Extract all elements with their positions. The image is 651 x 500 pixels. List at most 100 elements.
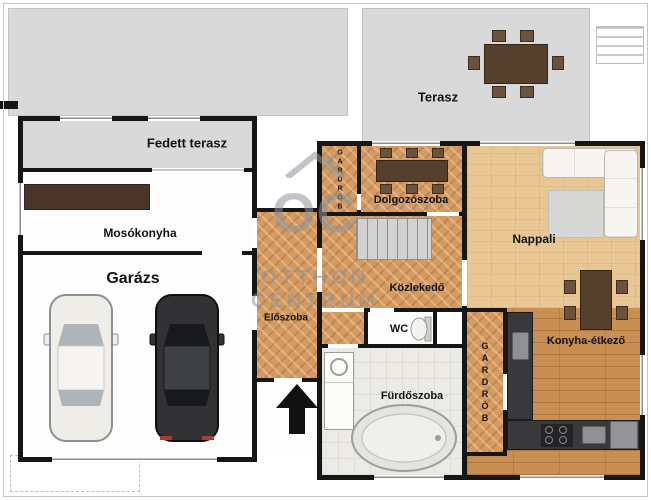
label-wc: WC xyxy=(389,323,409,335)
terrace-table xyxy=(484,44,548,84)
car-white xyxy=(43,294,119,442)
sofa-chaise xyxy=(604,150,638,238)
terrace-chair xyxy=(552,56,564,70)
wall-segment xyxy=(364,308,467,312)
label-eloszoba: Előszoba xyxy=(264,312,308,324)
wall-segment xyxy=(252,116,257,462)
washing-machine xyxy=(324,352,354,430)
wall-segment xyxy=(317,212,462,216)
toilet xyxy=(410,316,432,342)
burner-icon xyxy=(559,436,567,444)
window xyxy=(640,168,645,240)
label-konyha-etkezo: Konyha-étkező xyxy=(546,335,626,347)
kitchen-sink xyxy=(512,332,529,360)
study-table xyxy=(376,160,448,182)
wall-segment xyxy=(18,116,257,121)
wall-segment xyxy=(357,146,361,212)
wall-segment xyxy=(462,308,507,312)
washer-drum-icon xyxy=(330,358,348,376)
terrace-chair xyxy=(492,30,506,42)
terrace-chair xyxy=(520,30,534,42)
window xyxy=(372,141,440,146)
boundary-wall-stub xyxy=(0,101,18,109)
wall-segment xyxy=(640,141,645,480)
entrance-porch xyxy=(257,382,317,457)
label-gardrob-jobb: GARDRÓB xyxy=(480,341,490,425)
wall-segment xyxy=(317,141,322,480)
stairs-icon xyxy=(356,218,432,260)
fridge xyxy=(610,421,638,449)
wall-segment xyxy=(252,208,322,212)
laundry-counter xyxy=(24,184,150,210)
window xyxy=(18,183,23,235)
study-chair xyxy=(432,184,444,194)
burner-icon xyxy=(559,426,567,434)
dining-chair xyxy=(616,306,628,320)
door-opening xyxy=(252,296,257,330)
wall-segment xyxy=(462,452,507,456)
terrace-chair xyxy=(468,56,480,70)
label-garazs: Garázs xyxy=(106,270,160,287)
door-opening xyxy=(317,248,322,292)
room-kozlekedo xyxy=(322,216,462,308)
dining-chair xyxy=(564,306,576,320)
label-terasz: Terasz xyxy=(417,89,459,105)
study-chair xyxy=(380,184,392,194)
door-opening xyxy=(462,260,467,306)
car-dark xyxy=(149,294,225,442)
exterior-steps xyxy=(596,26,644,64)
label-gardrob-felso: GARDRÓB xyxy=(336,149,344,213)
label-dolgozoszoba: Dolgozószoba xyxy=(373,194,449,206)
study-chair xyxy=(406,148,418,158)
rug xyxy=(548,190,604,238)
dining-chair xyxy=(564,280,576,294)
dining-table xyxy=(580,270,612,330)
entrance-arrow-icon xyxy=(276,384,318,434)
wall-segment xyxy=(18,116,23,462)
door-opening xyxy=(202,251,242,255)
wall-segment xyxy=(18,168,257,172)
terrace-glass-door xyxy=(480,141,575,146)
study-chair xyxy=(406,184,418,194)
terrace-chair xyxy=(492,86,506,98)
label-kozlekedo: Közlekedő xyxy=(389,282,445,294)
room-eloszoba xyxy=(257,212,317,378)
wall-segment xyxy=(364,308,368,348)
wall-segment xyxy=(433,308,437,348)
corridor-stub xyxy=(322,312,364,344)
room-gardrob-jobb xyxy=(467,312,503,452)
window xyxy=(60,116,112,121)
bathtub xyxy=(351,404,457,472)
study-chair xyxy=(432,148,444,158)
label-fedett-terasz: Fedett terasz xyxy=(146,135,228,151)
window xyxy=(520,475,604,480)
wall-segment xyxy=(18,251,257,255)
front-yard-paving xyxy=(8,8,348,116)
window xyxy=(152,168,244,172)
burner-icon xyxy=(545,426,553,434)
room-fedett-terasz xyxy=(23,121,252,168)
label-furdoszoba: Fürdőszoba xyxy=(380,390,444,402)
burner-icon xyxy=(545,436,553,444)
door-opening xyxy=(503,374,507,410)
door-opening xyxy=(427,212,459,216)
kitchen-sink-2 xyxy=(582,426,606,444)
door-opening xyxy=(357,194,361,210)
kitchen-counter-vertical xyxy=(507,312,533,420)
study-chair xyxy=(380,148,392,158)
washer-divider xyxy=(325,382,353,383)
label-mosokonyha: Mosókonyha xyxy=(103,226,177,240)
room-terasz xyxy=(362,8,590,147)
door-opening xyxy=(370,308,394,312)
window xyxy=(148,116,200,121)
window xyxy=(640,355,645,415)
label-nappali: Nappali xyxy=(512,232,556,246)
door-opening xyxy=(274,378,302,382)
stove xyxy=(541,424,573,447)
terrace-chair xyxy=(520,86,534,98)
garage-door xyxy=(52,457,217,462)
dining-chair xyxy=(616,280,628,294)
door-opening xyxy=(328,344,358,348)
wall-segment xyxy=(317,344,462,348)
